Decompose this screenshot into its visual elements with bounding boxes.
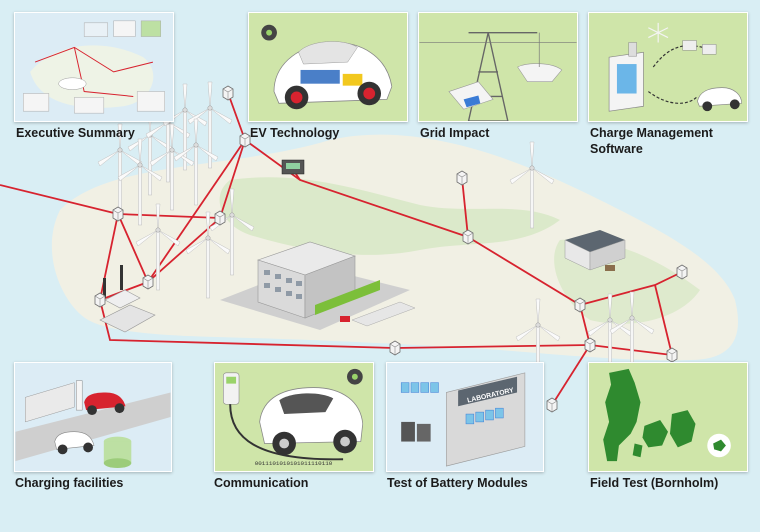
island-field [219,177,560,255]
grid-impact-tile[interactable] [418,12,578,122]
charging-facilities-tile[interactable] [14,362,172,472]
car-data-cable-icon: 0011101010101011110110 [215,363,373,471]
field-test-tile[interactable] [588,362,748,472]
executive-summary-tile[interactable] [14,12,174,122]
software-car-icon [589,13,747,121]
house [564,230,626,271]
charging-station-icon [15,363,171,471]
field-test-label[interactable]: Field Test (Bornholm) [590,476,719,490]
executive-summary-label[interactable]: Executive Summary [16,126,135,140]
overview-map-icon [15,13,173,121]
ev-technology-label[interactable]: EV Technology [250,126,340,140]
denmark-map-icon [589,363,747,471]
charge-management-label-line2[interactable]: Software [590,142,643,156]
laboratory-icon: LABORATORY [387,363,543,471]
binary-data-text: 0011101010101011110110 [255,460,333,467]
charge-management-tile[interactable] [588,12,748,122]
radio-device [281,159,305,175]
charge-management-label[interactable]: Charge Management [590,126,713,140]
grid-impact-label[interactable]: Grid Impact [420,126,490,140]
communication-tile[interactable]: 0011101010101011110110 [214,362,374,472]
battery-modules-tile[interactable]: LABORATORY [386,362,544,472]
substation [99,265,156,333]
charging-facilities-label[interactable]: Charging facilities [15,476,124,490]
battery-modules-label[interactable]: Test of Battery Modules [387,476,528,490]
power-pylon-icon [419,13,577,121]
communication-label[interactable]: Communication [214,476,309,490]
ev-technology-tile[interactable] [248,12,408,122]
central-building [220,241,416,330]
electric-car-cutaway-icon [249,13,407,121]
